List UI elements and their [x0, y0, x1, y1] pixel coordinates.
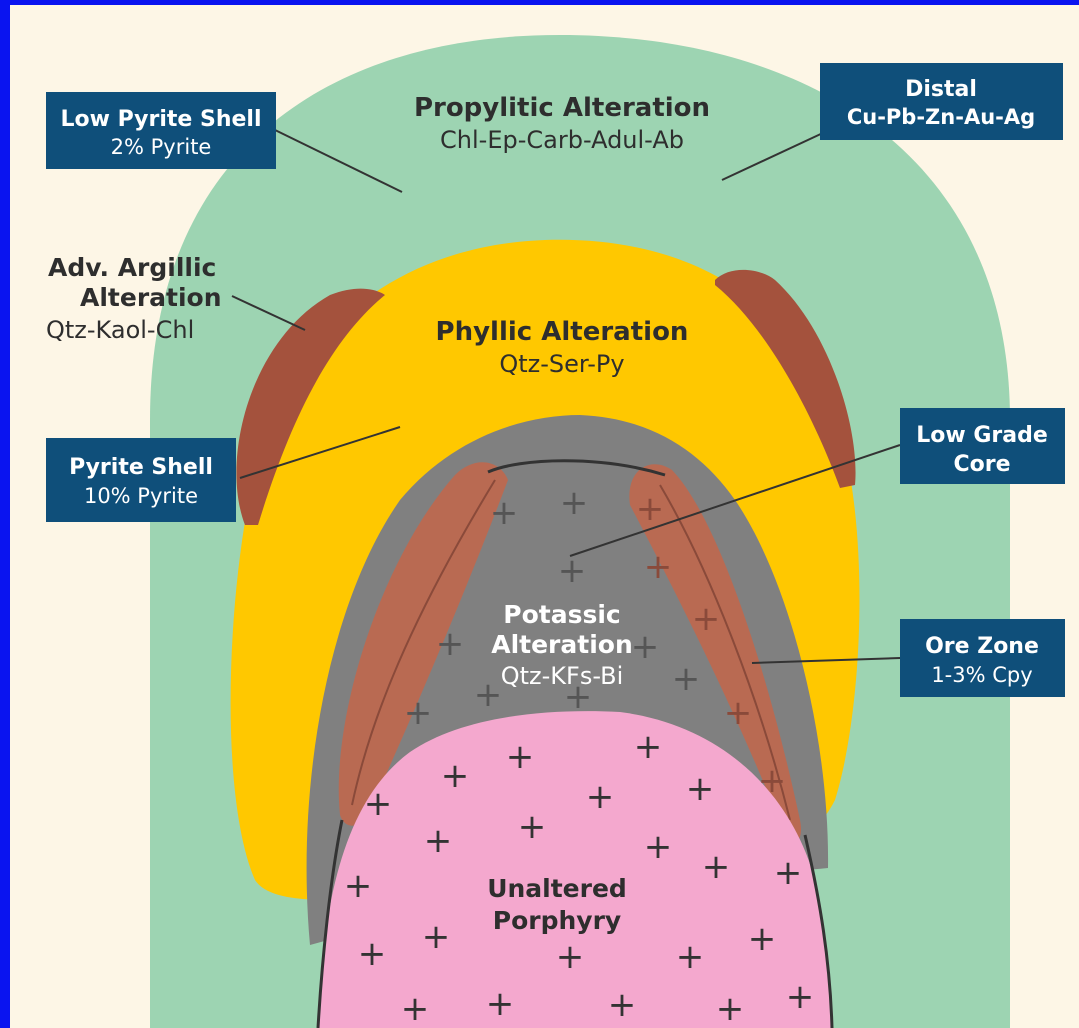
plus-symbol: +	[786, 977, 815, 1017]
box-pyrite-shell-sub: 10% Pyrite	[84, 484, 198, 508]
plus-symbol: +	[608, 985, 637, 1025]
argillic-minerals: Qtz-Kaol-Chl	[46, 316, 194, 344]
plus-symbol: +	[631, 627, 660, 667]
plus-symbol: +	[424, 821, 453, 861]
plus-symbol: +	[560, 483, 589, 523]
plus-symbol: +	[644, 827, 673, 867]
potassic-line2: Alteration	[491, 630, 633, 659]
plus-symbol: +	[358, 934, 387, 974]
box-pyrite-shell-bg	[46, 438, 236, 522]
propylitic-title: Propylitic Alteration	[414, 93, 710, 123]
box-pyrite-shell: Pyrite Shell 10% Pyrite	[46, 438, 236, 522]
plus-symbol: +	[506, 737, 535, 777]
plus-symbol: +	[774, 853, 803, 893]
plus-symbol: +	[490, 493, 519, 533]
box-ore-zone-sub: 1-3% Cpy	[931, 663, 1032, 687]
plus-symbol: +	[672, 659, 701, 699]
box-low-pyrite-shell-sub: 2% Pyrite	[111, 135, 212, 159]
plus-symbol: +	[644, 547, 673, 587]
plus-symbol: +	[344, 866, 373, 906]
argillic-line2: Alteration	[80, 283, 222, 312]
plus-symbol: +	[441, 756, 470, 796]
plus-symbol: +	[758, 761, 787, 801]
plus-symbol: +	[724, 693, 753, 733]
box-low-pyrite-shell: Low Pyrite Shell 2% Pyrite	[46, 92, 276, 169]
plus-symbol: +	[686, 769, 715, 809]
box-distal-sub: Cu-Pb-Zn-Au-Ag	[847, 105, 1035, 129]
porphyry-line2: Porphyry	[493, 906, 621, 935]
plus-symbol: +	[556, 937, 585, 977]
box-low-grade-core-title: Low Grade	[916, 423, 1048, 448]
plus-symbol: +	[676, 937, 705, 977]
phyllic-minerals: Qtz-Ser-Py	[499, 350, 624, 378]
plus-symbol: +	[486, 984, 515, 1024]
plus-symbol: +	[692, 599, 721, 639]
box-low-grade-core: Low Grade Core	[900, 408, 1065, 484]
box-distal: Distal Cu-Pb-Zn-Au-Ag	[820, 63, 1063, 140]
phyllic-title: Phyllic Alteration	[436, 317, 689, 347]
box-ore-zone: Ore Zone 1-3% Cpy	[900, 619, 1065, 697]
plus-symbol: +	[518, 807, 547, 847]
plus-symbol: +	[558, 551, 587, 591]
potassic-line1: Potassic	[503, 600, 620, 629]
plus-symbol: +	[474, 675, 503, 715]
plus-symbol: +	[586, 777, 615, 817]
box-low-pyrite-shell-title: Low Pyrite Shell	[61, 107, 262, 132]
box-pyrite-shell-title: Pyrite Shell	[69, 455, 213, 480]
box-distal-title: Distal	[905, 77, 977, 102]
plus-symbol: +	[716, 989, 745, 1028]
plus-symbol: +	[748, 919, 777, 959]
plus-symbol: +	[702, 847, 731, 887]
porphyry-line1: Unaltered	[487, 874, 627, 903]
plus-symbol: +	[404, 693, 433, 733]
box-ore-zone-title: Ore Zone	[925, 634, 1039, 659]
plus-symbol: +	[436, 624, 465, 664]
plus-symbol: +	[634, 727, 663, 767]
box-low-grade-core-sub: Core	[953, 452, 1010, 477]
propylitic-minerals: Chl-Ep-Carb-Adul-Ab	[440, 126, 684, 154]
plus-symbol: +	[636, 489, 665, 529]
argillic-line1: Adv. Argillic	[48, 253, 216, 282]
plus-symbol: +	[364, 784, 393, 824]
potassic-minerals: Qtz-KFs-Bi	[501, 662, 624, 690]
plus-symbol: +	[401, 989, 430, 1028]
plus-symbol: +	[422, 917, 451, 957]
